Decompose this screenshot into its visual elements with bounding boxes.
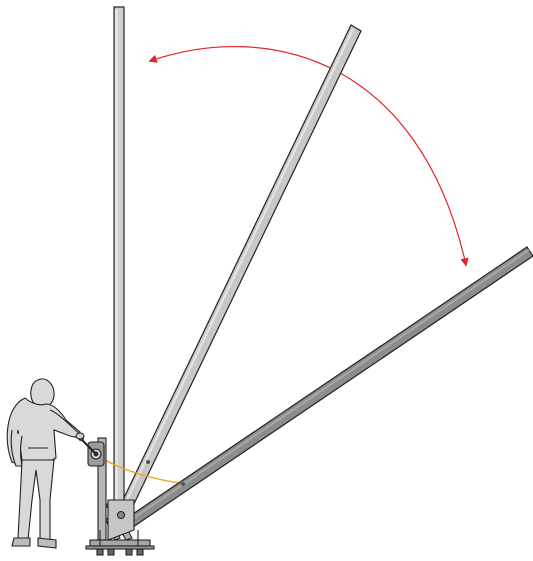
rotation-arc-arrow <box>150 47 466 265</box>
operator-person <box>7 379 84 548</box>
